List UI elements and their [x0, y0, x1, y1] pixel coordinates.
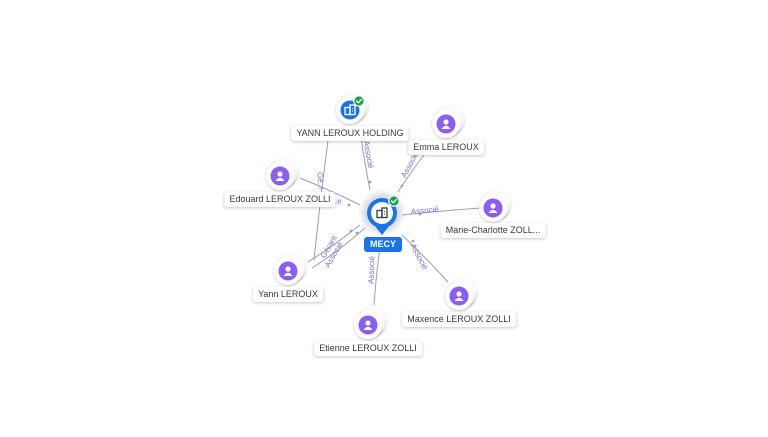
node-label-yann[interactable]: Yann LEROUX: [253, 287, 323, 302]
edge-label: Gé...: [315, 172, 325, 190]
node-etienne[interactable]: [354, 307, 386, 339]
edge-maxence-center: Associé: [401, 234, 449, 283]
center-node-label[interactable]: MECY: [363, 237, 403, 252]
node-label-edouard[interactable]: Edouard LEROUX ZOLLI: [224, 192, 336, 207]
node-marie[interactable]: [479, 190, 511, 222]
person-icon: [283, 266, 293, 276]
edge-arrow: [411, 239, 415, 243]
node-label-marie[interactable]: Marie-Charlotte ZOLL...: [440, 223, 546, 238]
edge-label: Associé: [410, 205, 439, 216]
edge-arrow: [355, 231, 359, 235]
edge-arrow: [347, 203, 351, 207]
edge-line: [299, 177, 361, 206]
center-pin-tip: [375, 226, 389, 235]
edge-yann_holding-center: Associé: [360, 137, 375, 191]
node-maxence[interactable]: [445, 278, 477, 310]
node-yann_holding[interactable]: [336, 92, 368, 124]
node-yann[interactable]: [274, 253, 306, 285]
person-icon: [454, 291, 464, 301]
edge-arrow: [320, 186, 324, 190]
node-label-emma[interactable]: Emma LEROUX: [408, 140, 484, 155]
person-icon: [363, 320, 373, 330]
edge-label: ...e: [330, 197, 342, 206]
center-node[interactable]: [362, 193, 402, 235]
edge-line: [307, 224, 361, 263]
edge-edouard-center: ...e: [299, 177, 361, 207]
edge-arrow: [368, 180, 372, 184]
nodes-layer: [266, 92, 511, 339]
edge-arrow: [418, 212, 422, 216]
edge-yann-center: Associé: [311, 227, 366, 269]
edge-label: Associé: [409, 242, 430, 271]
person-icon: [441, 119, 451, 129]
edge-line: [401, 207, 483, 216]
node-label-maxence[interactable]: Maxence LEROUX ZOLLI: [402, 312, 516, 327]
person-icon: [275, 171, 285, 181]
node-emma[interactable]: [432, 106, 464, 138]
company-icon: [376, 207, 388, 219]
node-edouard[interactable]: [266, 158, 298, 190]
node-label-etienne[interactable]: Etienne LEROUX ZOLLI: [314, 341, 422, 356]
edge-line: [311, 227, 366, 269]
node-label-yann_holding[interactable]: YANN LEROUX HOLDING: [291, 126, 409, 141]
edge-arrow: [349, 229, 353, 233]
center-verified-check-icon: [388, 195, 400, 207]
edge-emma-center: Associé: [397, 149, 429, 193]
edge-line: [360, 137, 371, 191]
edge-marie-center: Associé: [401, 205, 483, 216]
edge-label: Associé: [367, 255, 377, 284]
edge-line: [401, 234, 449, 283]
company-icon: [344, 104, 356, 116]
person-icon: [488, 203, 498, 213]
verified-check-icon: [353, 95, 365, 107]
edge-arrow: [400, 184, 404, 188]
